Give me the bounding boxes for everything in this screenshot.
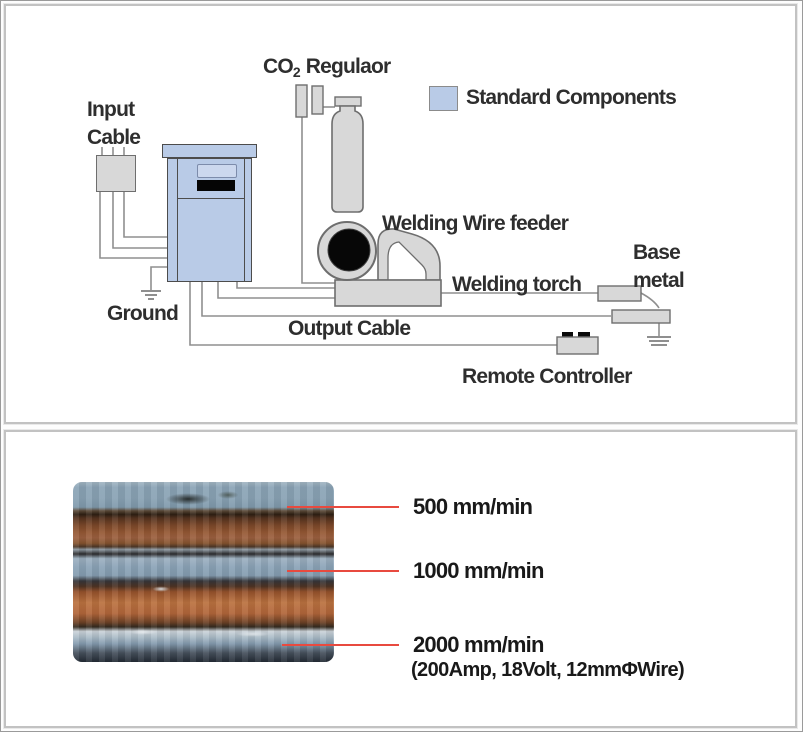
input-wire-2 (112, 190, 167, 249)
power-source-display (197, 164, 237, 178)
remote-controller-wire (189, 282, 557, 346)
ground-symbol-icon (141, 290, 161, 300)
base-metal (611, 309, 671, 324)
speed-label-1000: 1000 mm/min (413, 558, 544, 583)
welding-diagram-drawing (99, 84, 671, 355)
ground-label: Ground (107, 302, 179, 325)
input-cable-label: Input Cable (87, 98, 141, 149)
speed-label-2000: 2000 mm/min (413, 632, 544, 657)
ground-wire (150, 266, 167, 290)
torch-tip-curve (640, 292, 660, 309)
regulator-block-left (295, 84, 308, 118)
weld-bead-photo (73, 482, 334, 662)
gas-cylinder-valve (334, 96, 362, 107)
wire-spool-core (327, 228, 371, 272)
input-cable-prongs (101, 147, 125, 155)
leader-line-1000 (287, 570, 399, 572)
speed-label-500: 500 mm/min (413, 494, 533, 519)
feeder-base (334, 279, 442, 307)
power-source-divider (177, 198, 245, 199)
welding-torch-label: Welding torch (452, 273, 582, 296)
weld-speed-photo-panel: 500 mm/min 1000 mm/min 2000 mm/min (200A… (4, 430, 797, 728)
gas-cylinder (331, 105, 364, 213)
feeder-wire-1 (236, 282, 335, 289)
power-source-panel-line (244, 159, 245, 281)
remote-button-left (562, 332, 573, 338)
base-metal-ground-symbol-icon (647, 336, 671, 346)
feeder-arm-cutout (387, 241, 427, 281)
input-cable-plug (96, 155, 136, 192)
remote-controller-label: Remote Controller (462, 365, 632, 388)
legend-label-text: Standard Components (466, 86, 677, 109)
cable-wires (99, 106, 660, 346)
regulator-block-right (311, 85, 324, 115)
leader-line-2000 (282, 644, 399, 646)
power-source-panel-line (177, 159, 178, 281)
welding-torch (597, 285, 642, 302)
output-cable-label: Output Cable (288, 317, 411, 340)
power-source-screen (197, 180, 235, 191)
input-wire-3 (123, 190, 167, 238)
wire-feeder-label: Welding Wire feeder (382, 212, 569, 235)
input-wire-1 (99, 190, 167, 259)
power-source-cap (162, 144, 257, 158)
co2-regulator-label: CO2 Regulaor (263, 55, 391, 80)
remote-controller (556, 336, 599, 355)
welding-diagram-panel: Standard Components CO2 Regulaor Input C… (4, 4, 797, 424)
leader-line-500 (287, 506, 399, 508)
standard-components-swatch (429, 86, 458, 111)
output-cable-wire (201, 282, 611, 317)
standard-components-label: Standard Components (466, 85, 677, 110)
remote-button-right (578, 332, 590, 338)
gas-hose (301, 117, 335, 284)
base-metal-label: Base metal (633, 241, 685, 292)
welding-conditions-label: (200Amp, 18Volt, 12mmΦWire) (411, 659, 685, 681)
power-source (167, 158, 252, 282)
feeder-wire-2 (217, 282, 335, 299)
